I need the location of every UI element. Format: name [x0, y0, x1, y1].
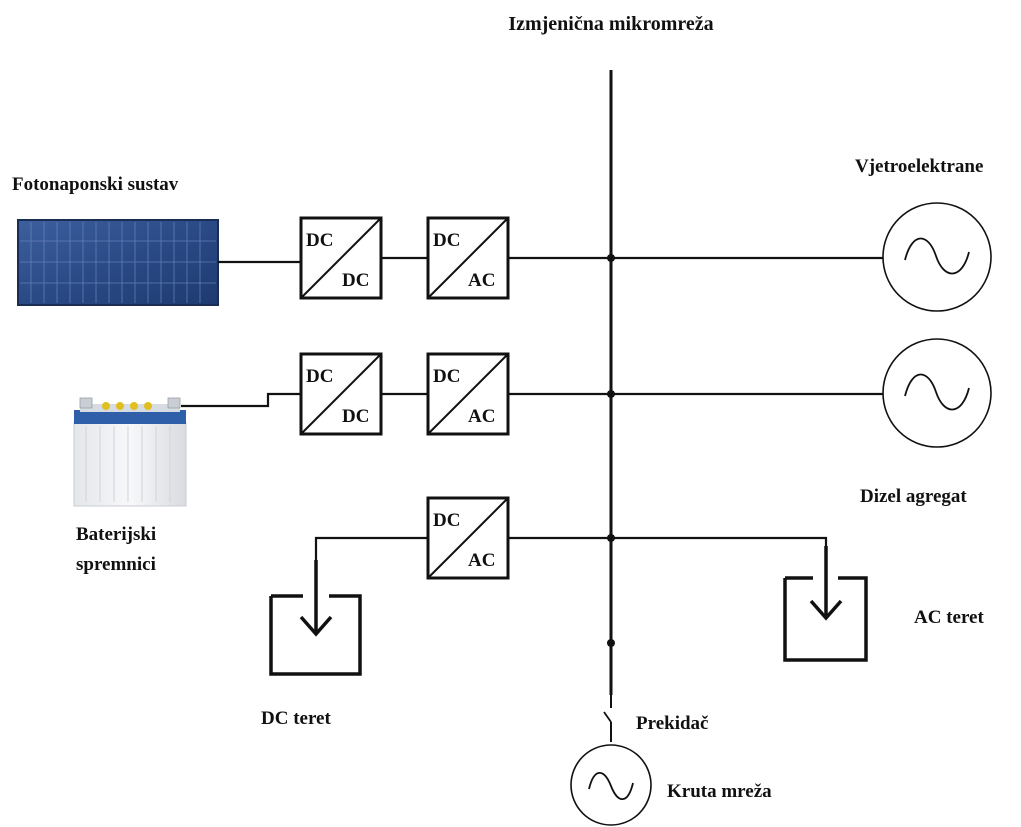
solar-panel-icon	[17, 219, 219, 306]
battery-dcac-converter: DC AC	[426, 352, 510, 436]
junction-dot	[607, 639, 615, 647]
svg-text:DC: DC	[306, 230, 333, 251]
wire-ac-load	[611, 536, 828, 548]
battery-icon	[73, 397, 187, 507]
pv-label: Fotonaponski sustav	[12, 174, 179, 195]
battery-label-line2: spremnici	[76, 554, 156, 575]
svg-text:AC: AC	[468, 550, 495, 571]
bus-label: Izmjenična mikromreža	[508, 13, 713, 35]
svg-text:DC: DC	[433, 510, 460, 531]
dc-load-label: DC teret	[261, 708, 331, 729]
dc-load-icon	[269, 560, 362, 676]
grid-label: Kruta mreža	[667, 781, 772, 802]
ac-load-label: AC teret	[914, 607, 984, 628]
svg-text:DC: DC	[306, 366, 333, 387]
svg-text:DC: DC	[342, 270, 369, 291]
battery-label-line1: Baterijski	[76, 524, 156, 545]
wire-dc-load	[314, 536, 428, 562]
wind-generator-icon	[882, 202, 992, 312]
svg-text:AC: AC	[468, 270, 495, 291]
breaker-label: Prekidač	[636, 713, 708, 734]
battery-dcdc-converter: DC DC	[299, 352, 383, 436]
svg-text:DC: DC	[433, 230, 460, 251]
pv-dcac-converter: DC AC	[426, 216, 510, 300]
diesel-generator-icon	[882, 338, 992, 448]
svg-text:AC: AC	[468, 406, 495, 427]
svg-text:DC: DC	[342, 406, 369, 427]
wind-label: Vjetroelektrane	[855, 156, 983, 177]
svg-text:DC: DC	[433, 366, 460, 387]
grid-source-icon	[570, 744, 652, 826]
breaker-switch-icon	[603, 695, 612, 742]
pv-dcdc-converter: DC DC	[299, 216, 383, 300]
diesel-label: Dizel agregat	[860, 486, 967, 507]
ac-load-icon	[783, 546, 868, 662]
load-dcac-converter: DC AC	[426, 496, 510, 580]
wire-battery-dcdc	[181, 392, 301, 408]
